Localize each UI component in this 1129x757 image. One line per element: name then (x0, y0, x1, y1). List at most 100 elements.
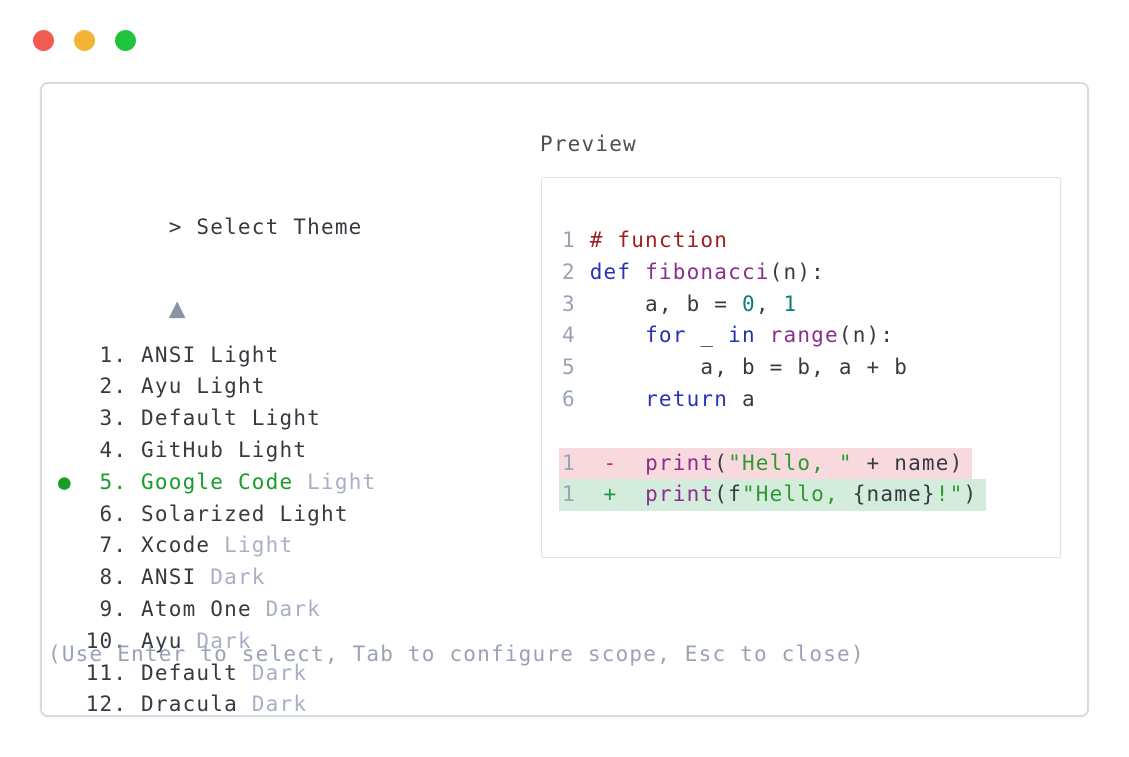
diff-sample: 1 - print("Hello, " + name)1 + print(f"H… (559, 447, 987, 512)
preview-title: Preview (540, 132, 637, 156)
theme-variant: Light (265, 501, 349, 526)
theme-name: 5. Google Code (85, 469, 294, 494)
minimize-button[interactable] (74, 30, 95, 51)
token-plain (590, 387, 645, 411)
line-number: 2 (562, 259, 590, 284)
theme-list-item[interactable]: 1. ANSI Light (58, 340, 376, 372)
dialog-header: > Select Theme (58, 180, 376, 239)
diff-added-line: 1 + print(f"Hello, {name}!") (559, 479, 987, 512)
token-delmark: - (603, 450, 618, 475)
zoom-button[interactable] (115, 30, 136, 51)
token-func: print (645, 482, 715, 507)
theme-name: 9. Atom One (85, 596, 252, 621)
theme-list-item[interactable]: 11. Default Dark (58, 658, 376, 690)
bullet-spacer (58, 597, 86, 621)
line-number: 6 (562, 386, 590, 411)
token-plain (590, 482, 604, 506)
theme-name: 10. Ayu (85, 628, 183, 653)
token-keyword: def (589, 259, 646, 284)
theme-variant: Dark (196, 565, 266, 590)
token-plain (590, 451, 604, 475)
code-line: 5 a, b = b, a + b (562, 352, 986, 384)
theme-list-item[interactable]: 3. Default Light (58, 403, 376, 435)
bullet-spacer (58, 692, 86, 716)
token-plain: a, b = b, a + b (589, 355, 909, 380)
token-plain: (n): (769, 259, 826, 284)
token-number: 1 (783, 291, 798, 316)
theme-list: 1. ANSI Light 2. Ayu Light 3. Default Li… (58, 340, 376, 722)
theme-variant: Dark (182, 628, 252, 653)
scroll-up-row: ▲ (58, 260, 376, 323)
code-line: 3 a, b = 0, 1 (562, 289, 986, 321)
theme-list-item[interactable]: 4. GitHub Light (58, 435, 376, 467)
code-line: 4 for _ in range(n): (562, 320, 986, 352)
theme-list-item[interactable]: 10. Ayu Dark (58, 626, 376, 658)
line-number: 1 (562, 228, 590, 252)
theme-name: 6. Solarized (85, 501, 266, 526)
theme-variant: Light (224, 437, 308, 462)
theme-list-item[interactable]: 7. Xcode Light (58, 530, 376, 562)
bullet-spacer (58, 502, 86, 526)
theme-list-item[interactable]: 6. Solarized Light (58, 499, 376, 531)
token-plain (617, 451, 645, 475)
line-number: 1 (562, 450, 590, 475)
theme-variant: Light (196, 342, 280, 367)
theme-picker-column: > Select Theme ▲ 1. ANSI Light 2. Ayu Lig… (58, 132, 376, 757)
token-plain: ) (963, 482, 978, 507)
token-func: fibonacci (645, 259, 770, 284)
line-number: 4 (562, 323, 590, 348)
token-keyword: for (645, 323, 687, 348)
token-addmark: + (603, 482, 618, 507)
scroll-up-icon[interactable]: ▲ (168, 290, 186, 324)
theme-variant: Light (182, 374, 266, 399)
blank-line (562, 416, 572, 448)
token-func: print (645, 450, 715, 475)
token-plain (590, 323, 645, 347)
token-plain: a, b = (589, 291, 742, 316)
code-line: 1 # function (562, 225, 986, 257)
theme-name: 3. Default (85, 406, 238, 431)
close-button[interactable] (33, 30, 54, 51)
bullet-spacer (58, 406, 86, 430)
theme-variant: Light (237, 406, 322, 431)
bullet-spacer (58, 343, 86, 367)
theme-list-item[interactable]: 9. Atom One Dark (58, 594, 376, 626)
line-number: 1 (562, 482, 590, 507)
bullet-spacer (58, 374, 86, 398)
traffic-lights (33, 30, 136, 51)
token-keyword: in (728, 323, 756, 348)
theme-variant: Dark (237, 692, 308, 717)
theme-variant: Dark (251, 596, 322, 621)
theme-name: 12. Dracula (85, 692, 238, 717)
token-func: range (769, 323, 839, 348)
line-number: 5 (562, 355, 590, 380)
line-number: 3 (562, 291, 590, 316)
prompt-chevron-icon: > (168, 214, 183, 239)
token-plain: ( (714, 450, 729, 475)
token-plain (756, 323, 770, 347)
theme-picker-dialog: > Select Theme ▲ 1. ANSI Light 2. Ayu Lig… (40, 82, 1089, 717)
token-plain: a (728, 386, 756, 411)
theme-name: 11. Default (85, 660, 238, 685)
token-plain: _ (686, 323, 729, 348)
theme-list-item[interactable]: 2. Ayu Light (58, 371, 376, 403)
token-plain: (f (714, 482, 742, 507)
code-line: 6 return a (562, 384, 986, 416)
dialog-title: Select Theme (196, 214, 363, 239)
theme-list-item[interactable]: 8. ANSI Dark (58, 562, 376, 594)
selected-indicator-icon: ● (58, 469, 86, 494)
theme-list-item[interactable]: ● 5. Google Code Light (58, 467, 376, 499)
token-keyword: return (645, 386, 729, 411)
token-string: !" (935, 482, 964, 507)
theme-name: 7. Xcode (85, 533, 211, 558)
bullet-spacer (58, 533, 86, 557)
token-number: 0 (741, 291, 756, 316)
theme-list-item[interactable]: 12. Dracula Dark (58, 689, 376, 721)
theme-variant: Light (293, 469, 377, 494)
token-plain: , (755, 291, 784, 316)
bullet-spacer (58, 438, 86, 462)
token-plain (617, 482, 645, 506)
